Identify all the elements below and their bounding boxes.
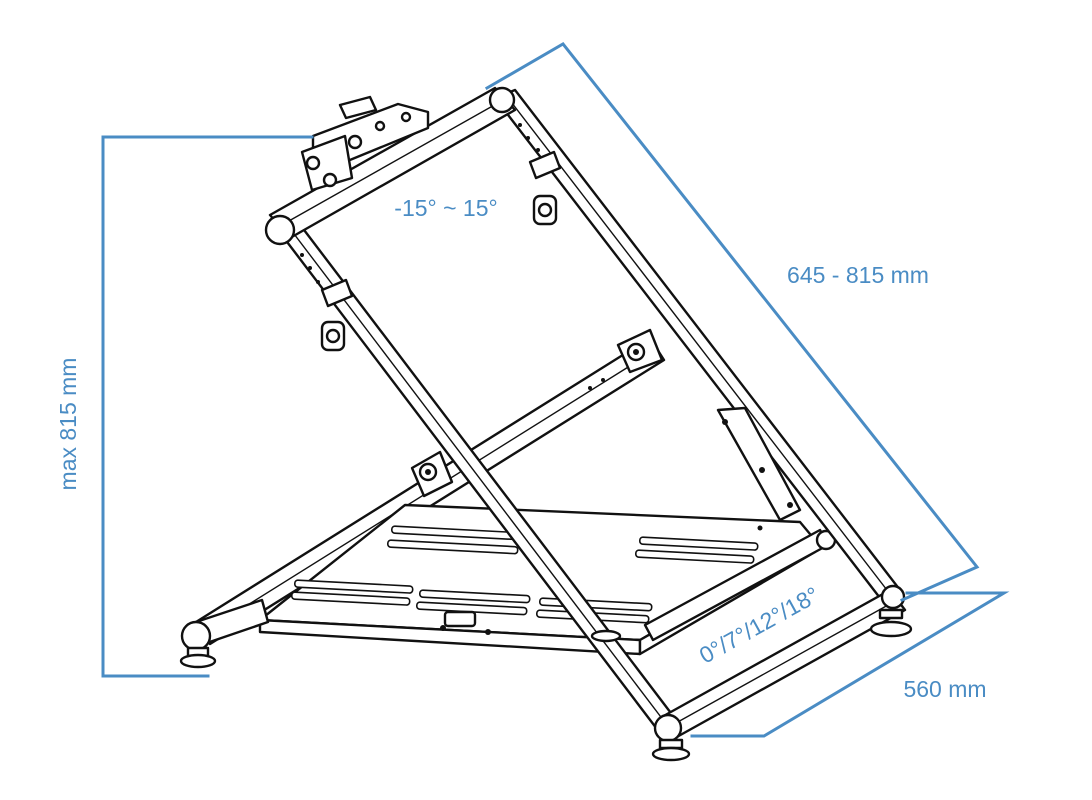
- foot-rear-mid: [590, 629, 622, 643]
- knob-upper-left: [320, 320, 346, 352]
- length-label: 645 - 815 mm: [787, 262, 929, 288]
- leveling-feet: [179, 608, 913, 762]
- front-bottom-rail: [643, 528, 837, 642]
- foot-right: [869, 608, 913, 638]
- knob-brace-right: [616, 328, 664, 374]
- foot-front: [651, 738, 691, 762]
- adjustment-knobs: [320, 194, 802, 522]
- foot-left: [179, 646, 217, 669]
- top-mount-bracket: [300, 95, 430, 192]
- width-dimension-line: [690, 591, 1010, 738]
- angle-lock-bracket: [716, 406, 802, 522]
- tilt-label: -15° ~ 15°: [394, 195, 497, 221]
- height-dimension-line: [101, 135, 314, 678]
- dimension-lines: [101, 42, 1010, 738]
- plate-slots: [290, 525, 759, 624]
- stand-drawing: [179, 86, 913, 762]
- length-dimension-line: [484, 42, 980, 602]
- left-upright-rail: [276, 220, 682, 735]
- knob-brace-left: [410, 450, 454, 498]
- height-label: max 815 mm: [55, 358, 81, 491]
- knob-upper-right: [532, 194, 558, 226]
- bottom-front-bar: [653, 584, 907, 743]
- width-label: 560 mm: [903, 676, 986, 702]
- left-rear-foot-bar: [180, 598, 270, 652]
